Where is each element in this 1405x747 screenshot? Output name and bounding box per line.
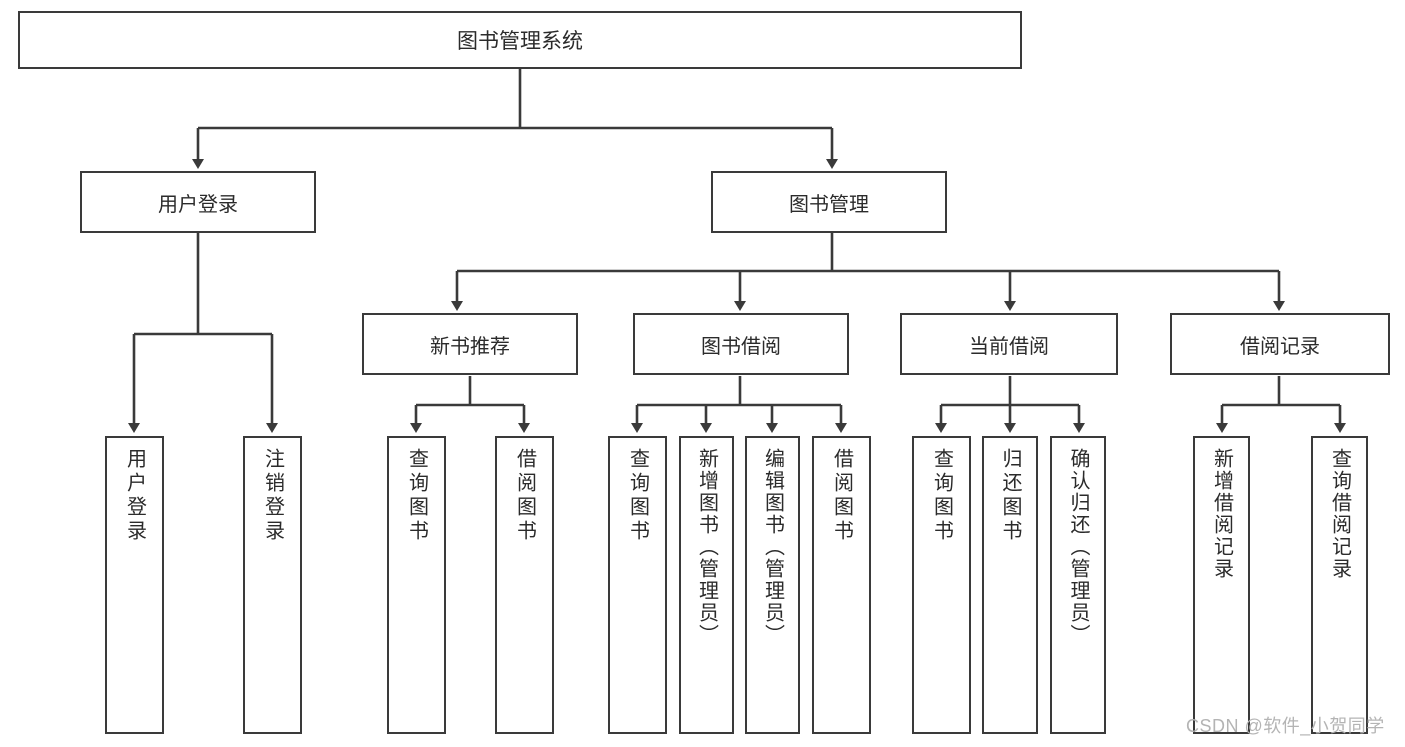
node-book-management[interactable]: 图书管理	[711, 171, 947, 233]
leaf-label: 查询图书	[405, 448, 428, 544]
leaf-record-query-record[interactable]: 查询借阅记录	[1311, 436, 1368, 734]
node-new-book-recommend-label: 新书推荐	[430, 335, 510, 358]
leaf-label: 确认归还（管理员）	[1067, 448, 1089, 646]
leaf-borrow-borrow-book[interactable]: 借阅图书	[812, 436, 871, 734]
leaf-borrow-query-book[interactable]: 查询图书	[608, 436, 667, 734]
leaf-user-login-signout[interactable]: 注销登录	[243, 436, 302, 734]
leaf-label: 查询借阅记录	[1328, 448, 1351, 580]
leaf-label: 查询图书	[626, 448, 649, 544]
leaf-record-add-record[interactable]: 新增借阅记录	[1193, 436, 1250, 734]
leaf-user-login-signin[interactable]: 用户登录	[105, 436, 164, 734]
node-current-borrow-label: 当前借阅	[969, 335, 1049, 358]
leaf-borrow-edit-book-admin[interactable]: 编辑图书（管理员）	[745, 436, 800, 734]
node-book-management-label: 图书管理	[789, 193, 869, 216]
leaf-label: 注销登录	[261, 448, 284, 544]
node-user-login[interactable]: 用户登录	[80, 171, 316, 233]
node-new-book-recommend[interactable]: 新书推荐	[362, 313, 578, 375]
leaf-label: 编辑图书（管理员）	[761, 448, 784, 646]
leaf-recommend-borrow-book[interactable]: 借阅图书	[495, 436, 554, 734]
leaf-label: 新增图书（管理员）	[695, 448, 718, 646]
csdn-watermark: CSDN @软件_小贺同学	[1186, 716, 1385, 736]
leaf-recommend-query-book[interactable]: 查询图书	[387, 436, 446, 734]
node-user-login-label: 用户登录	[158, 193, 238, 216]
leaf-current-confirm-return-admin[interactable]: 确认归还（管理员）	[1050, 436, 1106, 734]
leaf-label: 借阅图书	[513, 448, 536, 544]
leaf-label: 借阅图书	[830, 448, 853, 544]
node-book-borrow[interactable]: 图书借阅	[633, 313, 849, 375]
leaf-label: 查询图书	[930, 448, 953, 544]
node-borrow-record-label: 借阅记录	[1240, 335, 1320, 358]
node-current-borrow[interactable]: 当前借阅	[900, 313, 1118, 375]
node-root-label: 图书管理系统	[457, 30, 583, 53]
node-borrow-record[interactable]: 借阅记录	[1170, 313, 1390, 375]
leaf-label: 新增借阅记录	[1210, 448, 1233, 580]
node-root[interactable]: 图书管理系统	[18, 11, 1022, 69]
leaf-label: 归还图书	[999, 448, 1021, 544]
node-book-borrow-label: 图书借阅	[701, 335, 781, 358]
leaf-borrow-add-book-admin[interactable]: 新增图书（管理员）	[679, 436, 734, 734]
leaf-current-return-book[interactable]: 归还图书	[982, 436, 1038, 734]
leaf-label: 用户登录	[123, 448, 146, 544]
leaf-current-query-book[interactable]: 查询图书	[912, 436, 971, 734]
